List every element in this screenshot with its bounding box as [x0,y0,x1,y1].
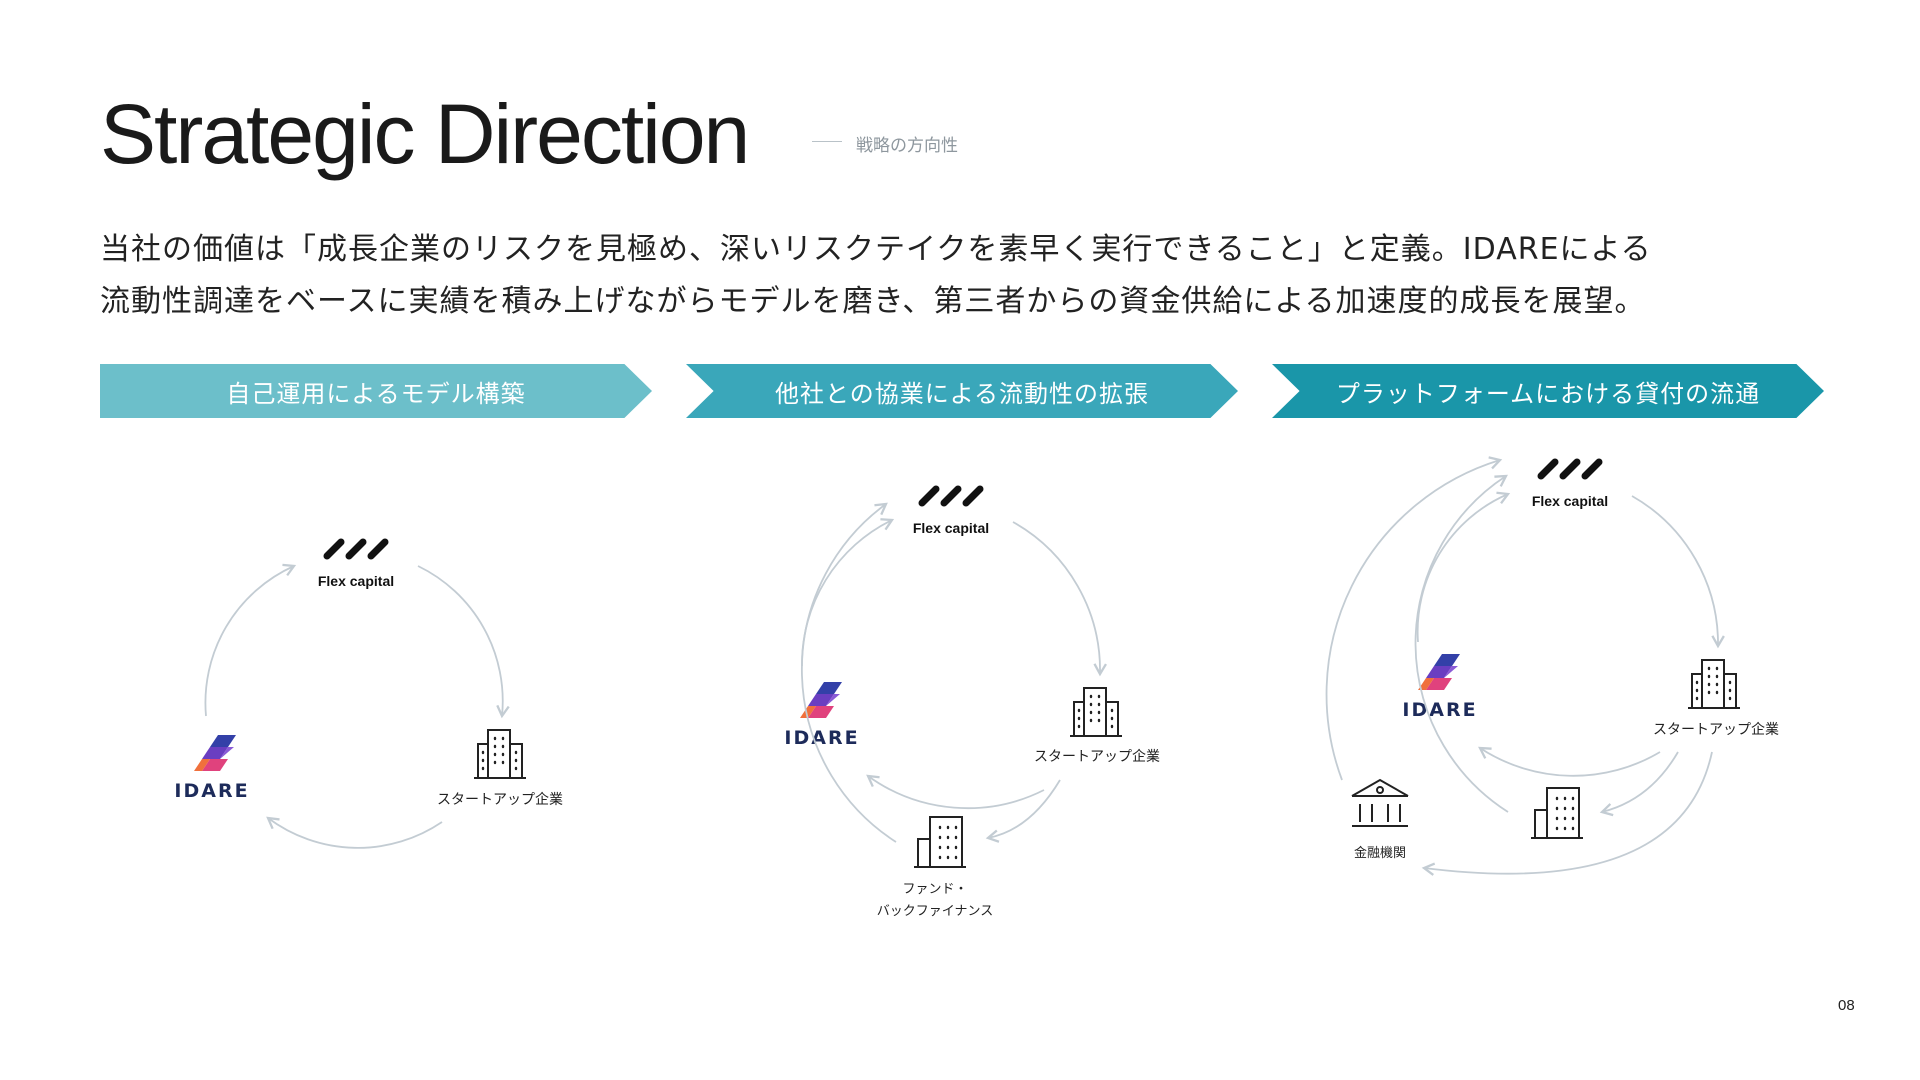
flow-arrow-partner-to-flex [1414,474,1509,813]
flow-arrow-startup-to-partner [1599,751,1679,817]
lead-paragraph: 当社の価値は「成長企業のリスクを見極め、深いリスクテイクを素早く実行できること」… [100,224,1820,328]
idare-logo-icon [1418,654,1460,690]
flow-arrow-bank-to-flex [1325,456,1503,781]
idare-logo-icon [194,735,236,771]
flow-arrow-startup-to-idare [866,774,1045,810]
idare-label: IDARE [1402,699,1477,721]
startup-building-icon [472,728,528,780]
startup-label: スタートアップ企業 [1653,721,1779,738]
flex-capital-logo-icon [327,542,385,556]
flow-arrow-idare-to-flex [801,518,895,667]
partner-building-icon [1529,786,1585,840]
flow-arrow-startup-to-bank [1421,751,1713,876]
phase-1-diagram: Flex capital IDARE スタートアップ企業 [174,542,563,849]
phase-1-banner: 自己運用によるモデル構築 [100,364,652,418]
bank-label: 金融機関 [1354,845,1406,861]
fund-label-line-2: バックファイナンス [877,904,993,919]
bank-icon [1351,779,1409,827]
idare-label: IDARE [784,727,859,749]
flex-capital-label: Flex capital [318,573,394,589]
idare-label: IDARE [174,780,249,802]
lead-line-1: 当社の価値は「成長企業のリスクを見極め、深いリスクテイクを素早く実行できること」… [100,232,1652,267]
phase-2-diagram: Flex capital IDARE スタートアップ企業 ファンド・ バックファ… [784,489,1160,919]
phase-2-banner: 他社との協業による流動性の拡張 [686,364,1238,418]
startup-building-icon [1686,658,1742,710]
flow-arrow-fund-to-flex [801,502,897,843]
flow-arrow-idare-to-flex [1416,491,1511,643]
page-subtitle: 戦略の方向性 [856,136,958,156]
flex-capital-logo-icon [922,489,980,503]
flow-arrow-flex-to-startup [1012,521,1107,677]
flow-arrow-startup-to-idare [1478,746,1661,777]
page-number: 08 [1838,997,1855,1014]
flex-capital-label: Flex capital [913,520,989,536]
startup-building-icon [1068,686,1124,738]
startup-label: スタートアップ企業 [1034,748,1160,765]
fund-label-line-1: ファンド・ [902,882,967,897]
flex-capital-logo-icon [1541,462,1599,476]
fund-building-icon [912,815,968,869]
subtitle-divider [812,141,842,142]
flow-arrow-flex-to-startup [417,565,510,719]
flow-arrow-startup-to-idare [266,816,443,849]
flow-arrow-idare-to-flex [204,563,297,717]
flex-capital-label: Flex capital [1532,493,1608,509]
flow-arrow-flex-to-startup [1631,495,1725,649]
lead-line-2: 流動性調達をベースに実績を積み上げながらモデルを磨き、第三者からの資金供給による… [100,284,1646,319]
phase-3-diagram: Flex capital IDARE スタートアップ企業 金融機関 [1325,456,1779,876]
idare-logo-icon [800,682,842,718]
phase-3-banner: プラットフォームにおける貸付の流通 [1272,364,1824,418]
flow-arrow-startup-to-fund [985,779,1061,843]
page-title: Strategic Direction [100,87,750,181]
startup-label: スタートアップ企業 [437,791,563,808]
